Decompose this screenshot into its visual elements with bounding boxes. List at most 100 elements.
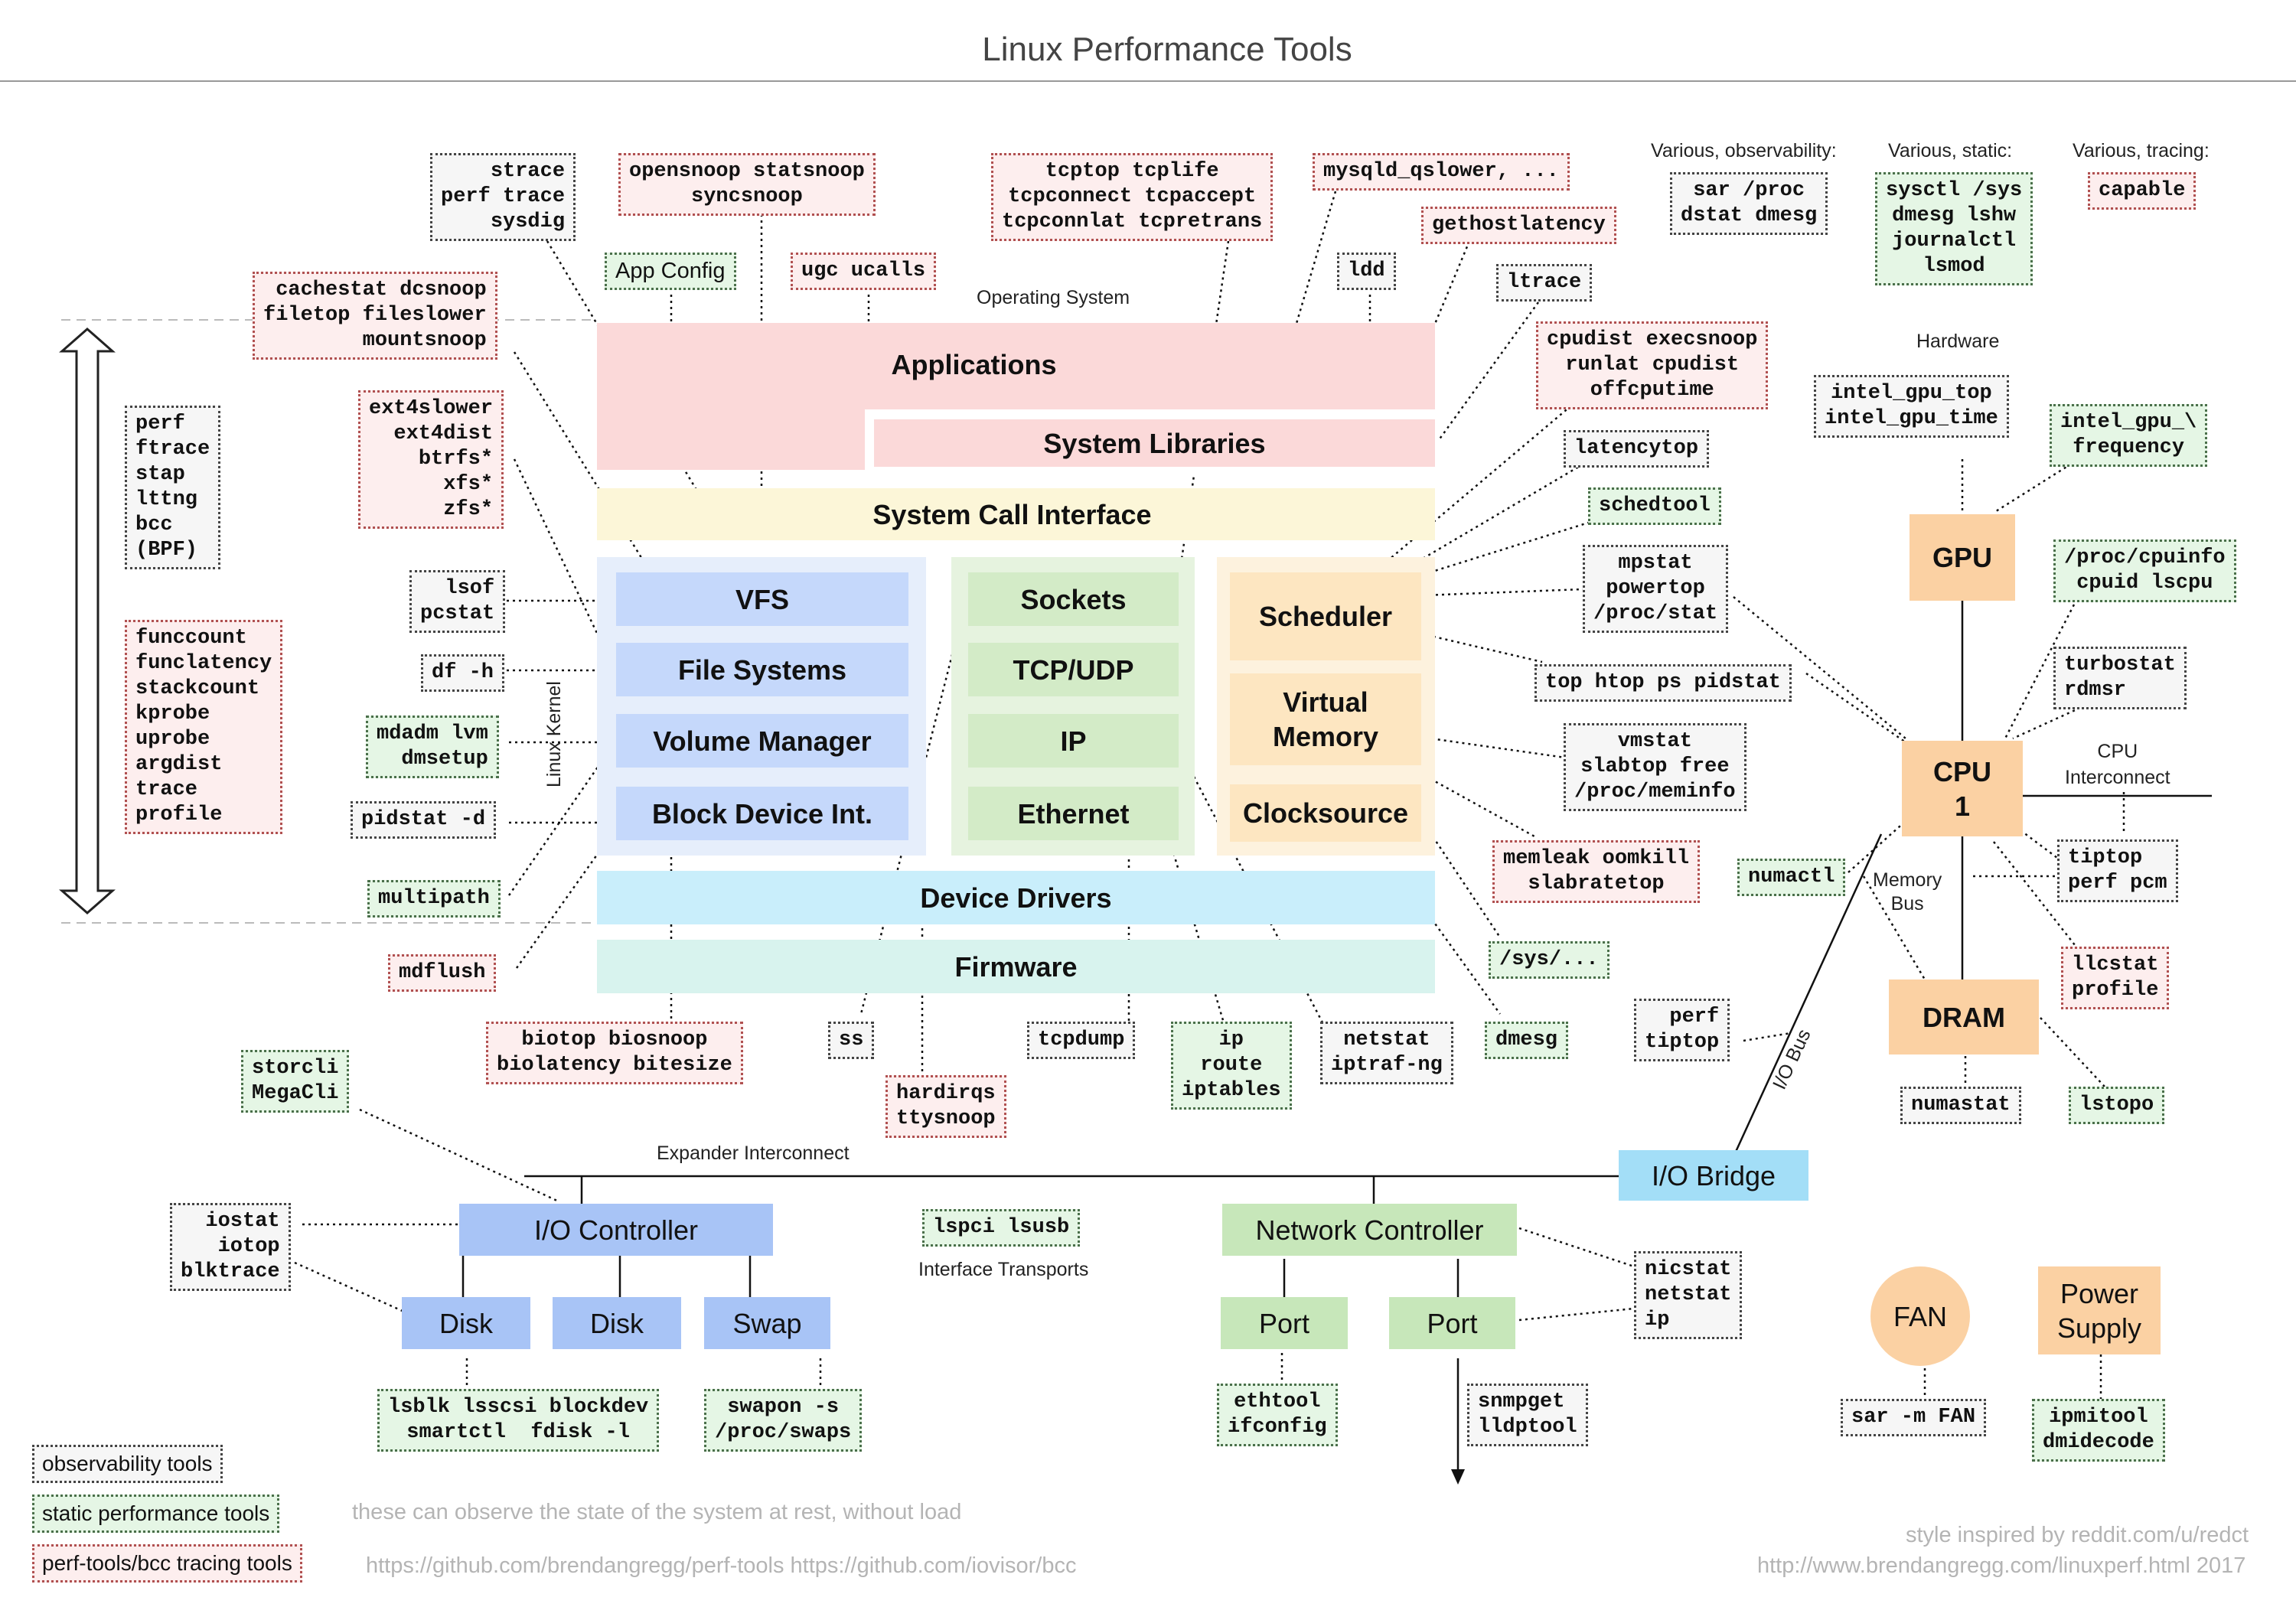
tool-lsof: lsof pcstat [409, 570, 506, 633]
clocksource-block: Clocksource [1230, 784, 1421, 842]
tool-turbostat: turbostat rdmsr [2053, 647, 2187, 709]
port-block-1: Port [1221, 1297, 1348, 1349]
virtual-memory-block: Virtual Memory [1230, 673, 1421, 765]
tool-app-config: App Config [605, 253, 736, 290]
file-systems-block: File Systems [616, 643, 908, 696]
ethernet-block: Ethernet [968, 787, 1179, 840]
tool-mpstat: mpstat powertop /proc/stat [1583, 545, 1729, 633]
system-call-interface-block: System Call Interface [597, 488, 1435, 540]
tool-ip-route: ip route iptables [1171, 1022, 1292, 1110]
tool-swapon: swapon -s /proc/swaps [704, 1389, 863, 1452]
tool-mdadm: mdadm lvm dmsetup [366, 715, 499, 778]
tool-ethtool: ethtool ifconfig [1217, 1384, 1338, 1446]
tool-lsblk: lsblk lsscsi blockdev smartctl fdisk -l [377, 1389, 660, 1452]
device-drivers-block: Device Drivers [597, 871, 1435, 924]
power-supply-block: Power Supply [2038, 1266, 2161, 1354]
tool-nicstat: nicstat netstat ip [1634, 1251, 1743, 1339]
cpu-interconnect-label: CPU Interconnect [2065, 741, 2170, 788]
various-observability-label: Various, observability: [1651, 140, 1837, 161]
dram-block: DRAM [1889, 980, 2039, 1054]
tool-sar-fan: sar -m FAN [1841, 1399, 1987, 1436]
scheduler-block: Scheduler [1230, 572, 1421, 660]
legend-static: static performance tools [32, 1495, 280, 1533]
network-controller-block: Network Controller [1222, 1204, 1517, 1256]
tool-memleak: memleak oomkill slabratetop [1492, 840, 1701, 903]
tool-iostat: iostat iotop blktrace [170, 1203, 291, 1291]
expander-interconnect-label: Expander Interconnect [657, 1143, 850, 1164]
tool-ipmitool: ipmitool dmidecode [2032, 1399, 2165, 1462]
tool-gethostlatency: gethostlatency [1421, 207, 1616, 244]
tool-schedtool: schedtool [1588, 487, 1721, 525]
tool-ldd: ldd [1337, 253, 1396, 290]
tool-lstopo: lstopo [2069, 1087, 2165, 1124]
disk-block-2: Disk [553, 1297, 681, 1349]
tool-pidstat-d: pidstat -d [351, 801, 497, 839]
tool-llcstat: llcstat profile [2061, 947, 2170, 1009]
linux-kernel-label: Linux Kernel [543, 681, 565, 787]
tool-funccount: funccount funclatency stackcount kprobe … [125, 620, 283, 834]
disk-block-1: Disk [402, 1297, 530, 1349]
tool-tcptop: tcptop tcplife tcpconnect tcpaccept tcpc… [991, 153, 1274, 241]
tool-sys: /sys/... [1489, 941, 1609, 979]
tool-multipath: multipath [367, 880, 501, 918]
tool-capable: capable [2088, 172, 2197, 210]
ip-block: IP [968, 714, 1179, 768]
page-title: Linux Performance Tools [982, 31, 1352, 68]
tool-intel-gpu-frequency: intel_gpu_\ frequency [2050, 404, 2208, 467]
tool-latencytop: latencytop [1564, 430, 1710, 468]
interface-transports-label: Interface Transports [918, 1259, 1089, 1280]
gpu-block: GPU [1910, 514, 2015, 601]
volume-manager-block: Volume Manager [616, 714, 908, 768]
tool-mdflush: mdflush [388, 954, 497, 992]
tool-cpudist: cpudist execsnoop runlat cpudist offcput… [1536, 321, 1769, 409]
cpu-block: CPU 1 [1902, 741, 2023, 836]
tool-sar-proc: sar /proc dstat dmesg [1670, 172, 1828, 235]
sockets-block: Sockets [968, 572, 1179, 626]
block-device-block: Block Device Int. [616, 787, 908, 840]
firmware-block: Firmware [597, 940, 1435, 993]
fan-block: FAN [1870, 1266, 1970, 1366]
tool-biotop: biotop biosnoop biolatency bitesize [486, 1022, 743, 1084]
io-controller-block: I/O Controller [459, 1204, 773, 1256]
style-credit: style inspired by reddit.com/u/redct [1906, 1523, 2249, 1547]
vfs-block: VFS [616, 572, 908, 626]
tool-netstat: netstat iptraf-ng [1320, 1022, 1453, 1084]
tool-proc-cpuinfo: /proc/cpuinfo cpuid lscpu [2053, 539, 2236, 602]
swap-block: Swap [704, 1297, 830, 1349]
footer-urls: https://github.com/brendangregg/perf-too… [366, 1553, 1077, 1578]
tool-perf-tiptop: perf tiptop [1634, 999, 1730, 1061]
tcp-udp-block: TCP/UDP [968, 643, 1179, 696]
tool-mysqld-qslower: mysqld_qslower, ... [1313, 153, 1570, 191]
legend-tracing: perf-tools/bcc tracing tools [32, 1544, 302, 1583]
tool-vmstat: vmstat slabtop free /proc/meminfo [1564, 723, 1746, 811]
tool-dmesg: dmesg [1485, 1022, 1569, 1059]
tool-intel-gpu-top: intel_gpu_top intel_gpu_time [1814, 375, 2009, 438]
tool-lspci: lspci lsusb [922, 1209, 1081, 1247]
tool-storcli: storcli MegaCli [241, 1050, 350, 1113]
memory-bus-label: Memory Bus [1873, 869, 1942, 914]
tool-ext4slower: ext4slower ext4dist btrfs* xfs* zfs* [358, 390, 504, 529]
tool-sysctl: sysctl /sys dmesg lshw journalctl lsmod [1875, 172, 2033, 285]
tool-perf-ftrace: perf ftrace stap lttng bcc (BPF) [125, 406, 221, 569]
tool-numastat: numastat [1900, 1087, 2021, 1124]
various-static-label: Various, static: [1888, 140, 2013, 161]
tool-ltrace: ltrace [1496, 264, 1593, 302]
operating-system-label: Operating System [977, 287, 1130, 308]
tool-opensnoop: opensnoop statsnoop syncsnoop [618, 153, 876, 216]
tool-top: top htop ps pidstat [1534, 664, 1792, 702]
tool-ugc-ucalls: ugc ucalls [791, 253, 937, 290]
tool-hardirqs: hardirqs ttysnoop [885, 1075, 1006, 1138]
hardware-label: Hardware [1916, 331, 2000, 352]
legend-observability: observability tools [32, 1445, 223, 1483]
site-url: http://www.brendangregg.com/linuxperf.ht… [1757, 1553, 2246, 1578]
tool-df: df -h [421, 654, 505, 692]
system-libraries-block: System Libraries [874, 419, 1435, 467]
tool-numactl: numactl [1737, 859, 1846, 896]
port-block-2: Port [1389, 1297, 1515, 1349]
io-bridge-block: I/O Bridge [1619, 1150, 1808, 1201]
tool-tcpdump: tcpdump [1027, 1022, 1136, 1059]
various-tracing-label: Various, tracing: [2073, 140, 2210, 161]
tool-cachestat: cachestat dcsnoop filetop fileslower mou… [253, 272, 497, 360]
